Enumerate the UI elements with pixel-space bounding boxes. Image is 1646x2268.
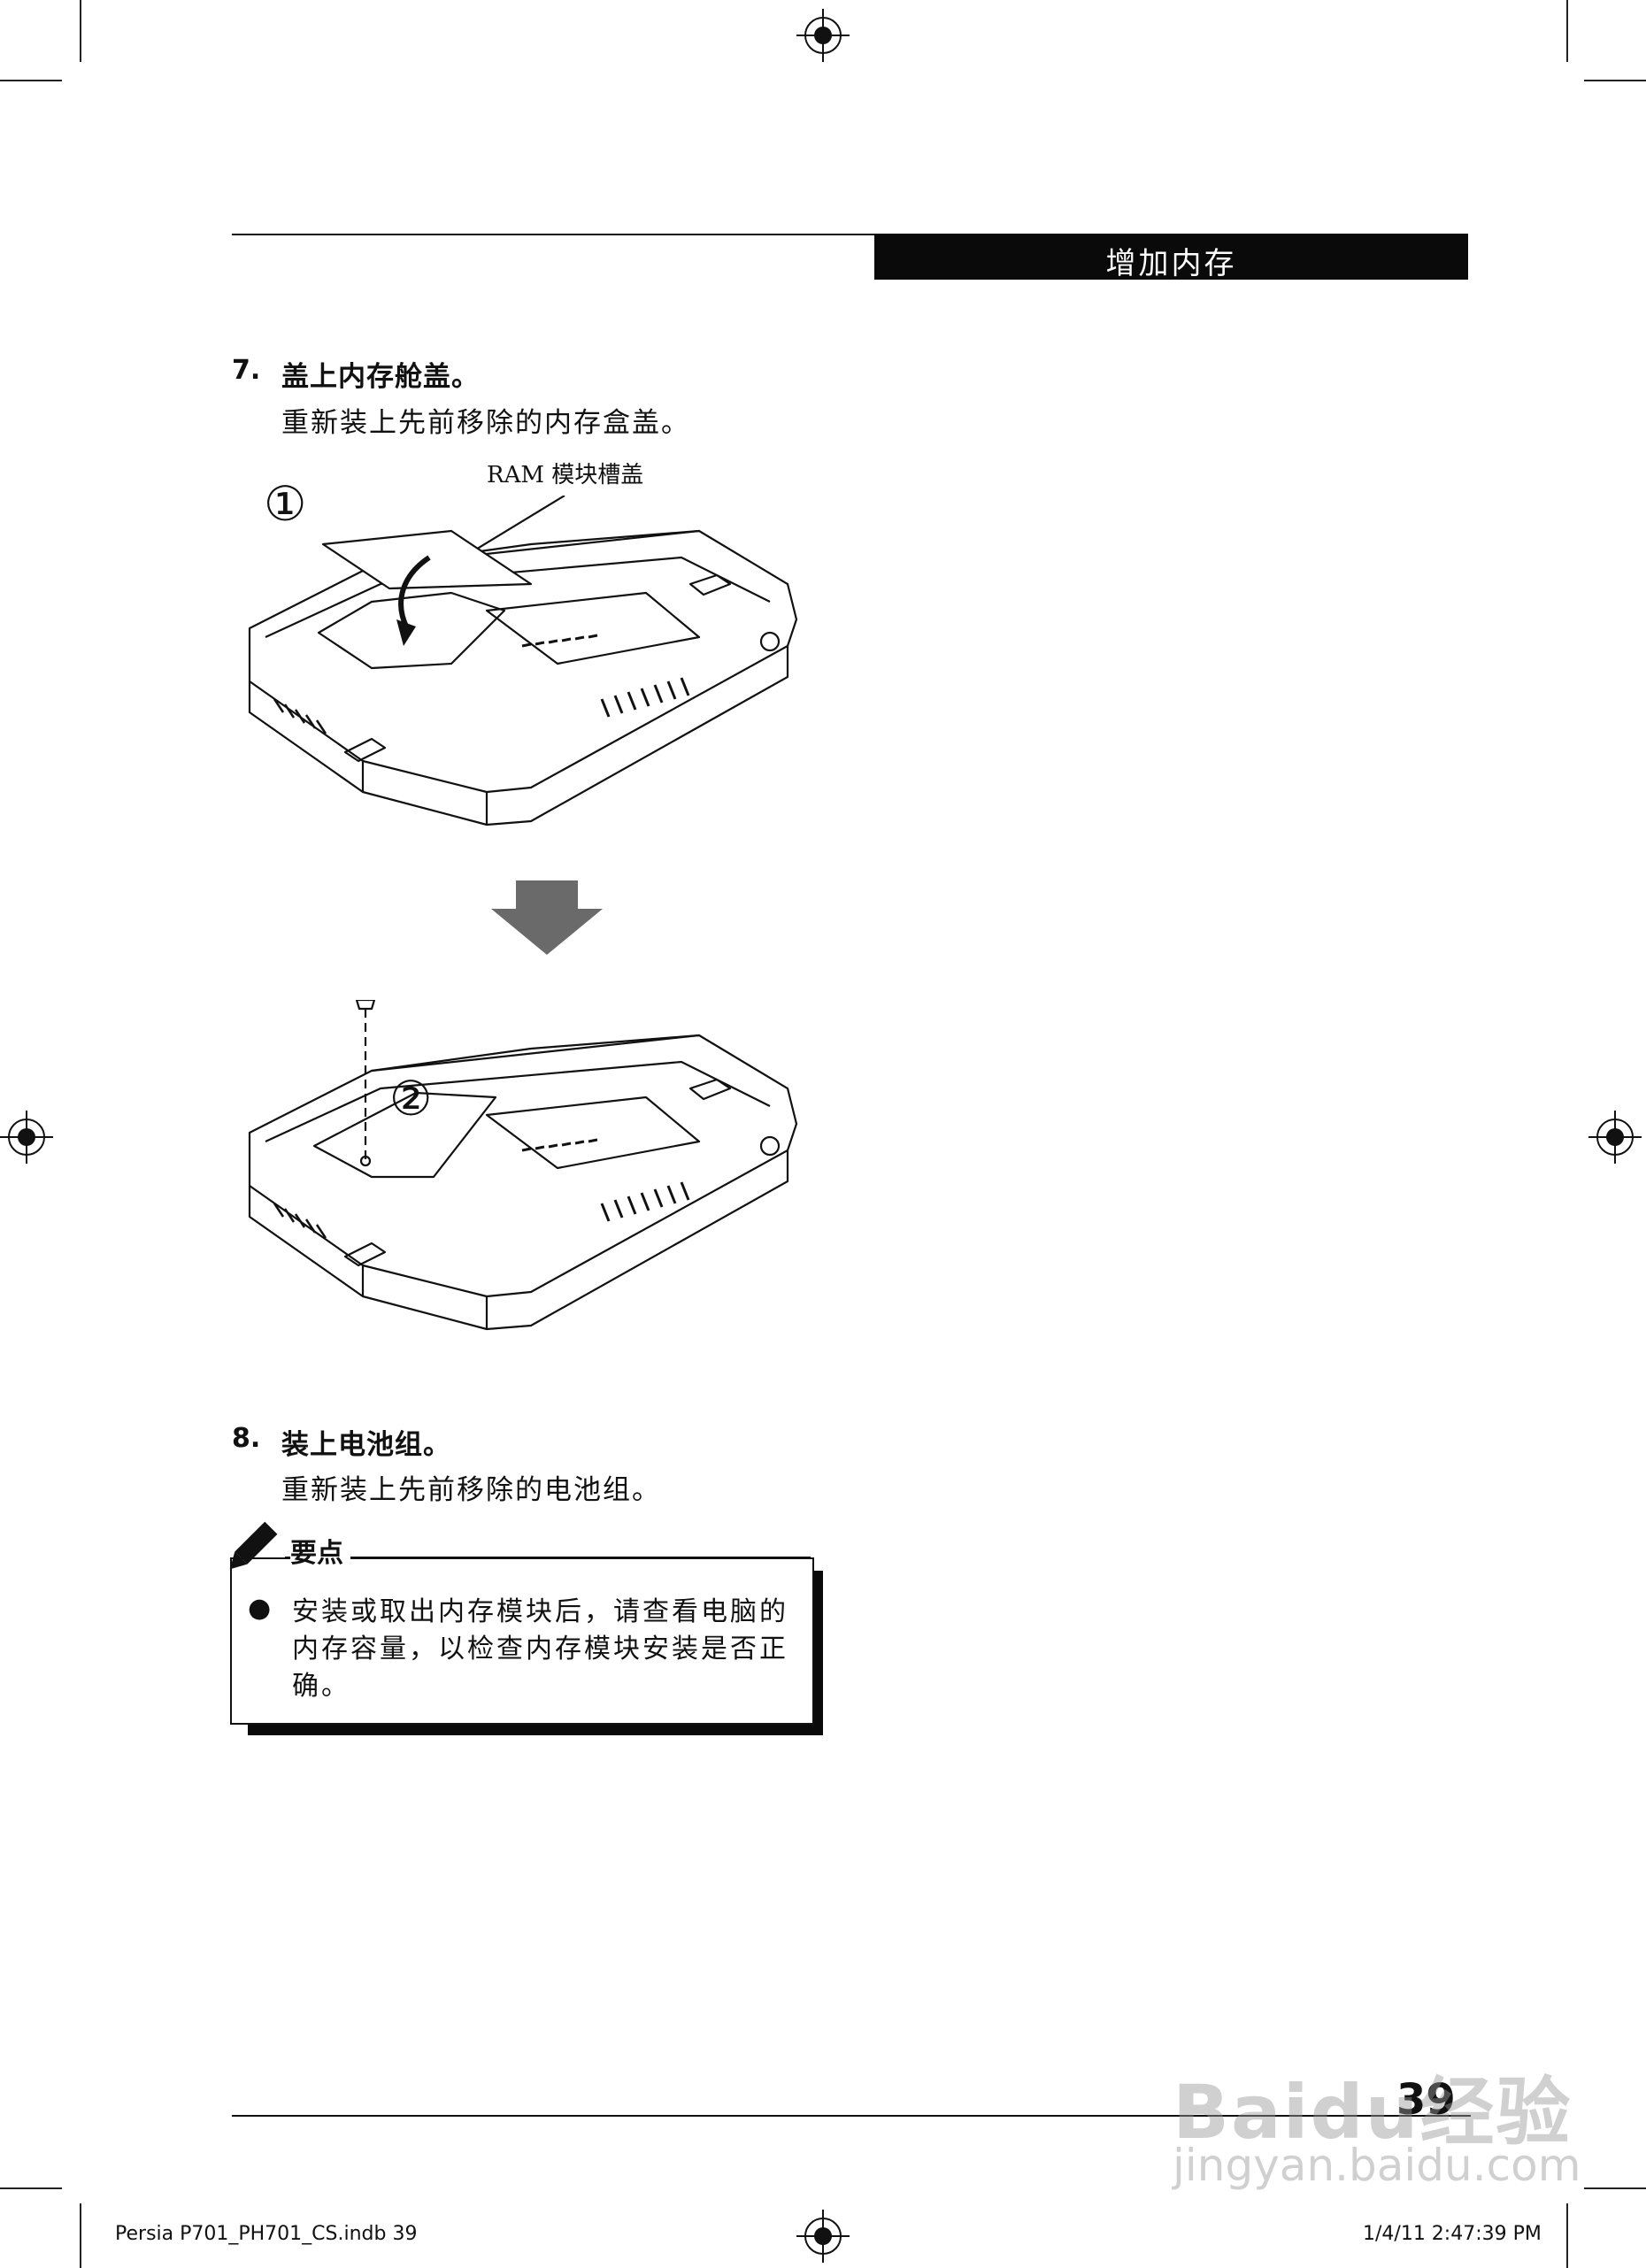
step-marker-2: ② <box>389 1071 433 1126</box>
tip-box <box>230 1557 814 1725</box>
callout-label: RAM 模块槽盖 <box>487 462 644 488</box>
tip-title: 要点 <box>290 1531 350 1570</box>
step-marker-1: ① <box>264 476 307 532</box>
section-header-bar <box>874 234 1468 280</box>
step-title: 盖上内存舱盖。 <box>281 361 480 393</box>
step-number: 7. <box>232 355 261 386</box>
watermark-logo: Baidu经验 <box>1173 2069 1573 2156</box>
section-title: 增加内存 <box>1105 246 1237 281</box>
crop-mark <box>80 0 81 62</box>
step-title: 装上电池组。 <box>281 1429 451 1461</box>
crop-mark <box>1566 2203 1568 2268</box>
registration-mark-icon <box>1588 1111 1642 1164</box>
tip-title-rule <box>285 1532 811 1558</box>
bullet-icon: ● <box>248 1593 272 1624</box>
crop-mark <box>80 2203 81 2268</box>
tip-text: 安装或取出内存模块后，请查看电脑的 内存容量，以检查内存模块安装是否正 确。 <box>292 1594 788 1705</box>
tip-line: 内存容量，以检查内存模块安装是否正 <box>292 1634 788 1664</box>
page-number: 39 <box>1396 2075 1456 2125</box>
step-number: 8. <box>232 1423 261 1454</box>
step-body: 重新装上先前移除的电池组。 <box>281 1474 661 1506</box>
registration-mark-icon <box>796 2210 850 2263</box>
laptop-screw-illustration <box>248 1000 798 1331</box>
header-rule <box>232 234 1467 235</box>
tip-line: 安装或取出内存模块后，请查看电脑的 <box>292 1596 788 1627</box>
crop-mark <box>1566 0 1568 62</box>
laptop-cover-illustration <box>248 496 798 826</box>
footer-rule <box>232 2115 1471 2117</box>
crop-mark <box>0 2187 62 2189</box>
footer-timestamp: 1/4/11 2:47:39 PM <box>1363 2223 1542 2245</box>
watermark-url: jingyan.baidu.com <box>1173 2140 1581 2191</box>
crop-mark <box>1584 2187 1646 2189</box>
footer-filename: Persia P701_PH701_CS.indb 39 <box>115 2223 418 2245</box>
tip-line: 确。 <box>292 1671 350 1702</box>
crop-mark <box>1584 80 1646 81</box>
registration-mark-icon <box>0 1111 53 1164</box>
pencil-icon <box>229 1521 278 1570</box>
crop-mark <box>0 80 62 81</box>
down-arrow-icon <box>491 880 603 955</box>
registration-mark-icon <box>796 9 850 62</box>
step-body: 重新装上先前移除的内存盒盖。 <box>281 407 690 439</box>
